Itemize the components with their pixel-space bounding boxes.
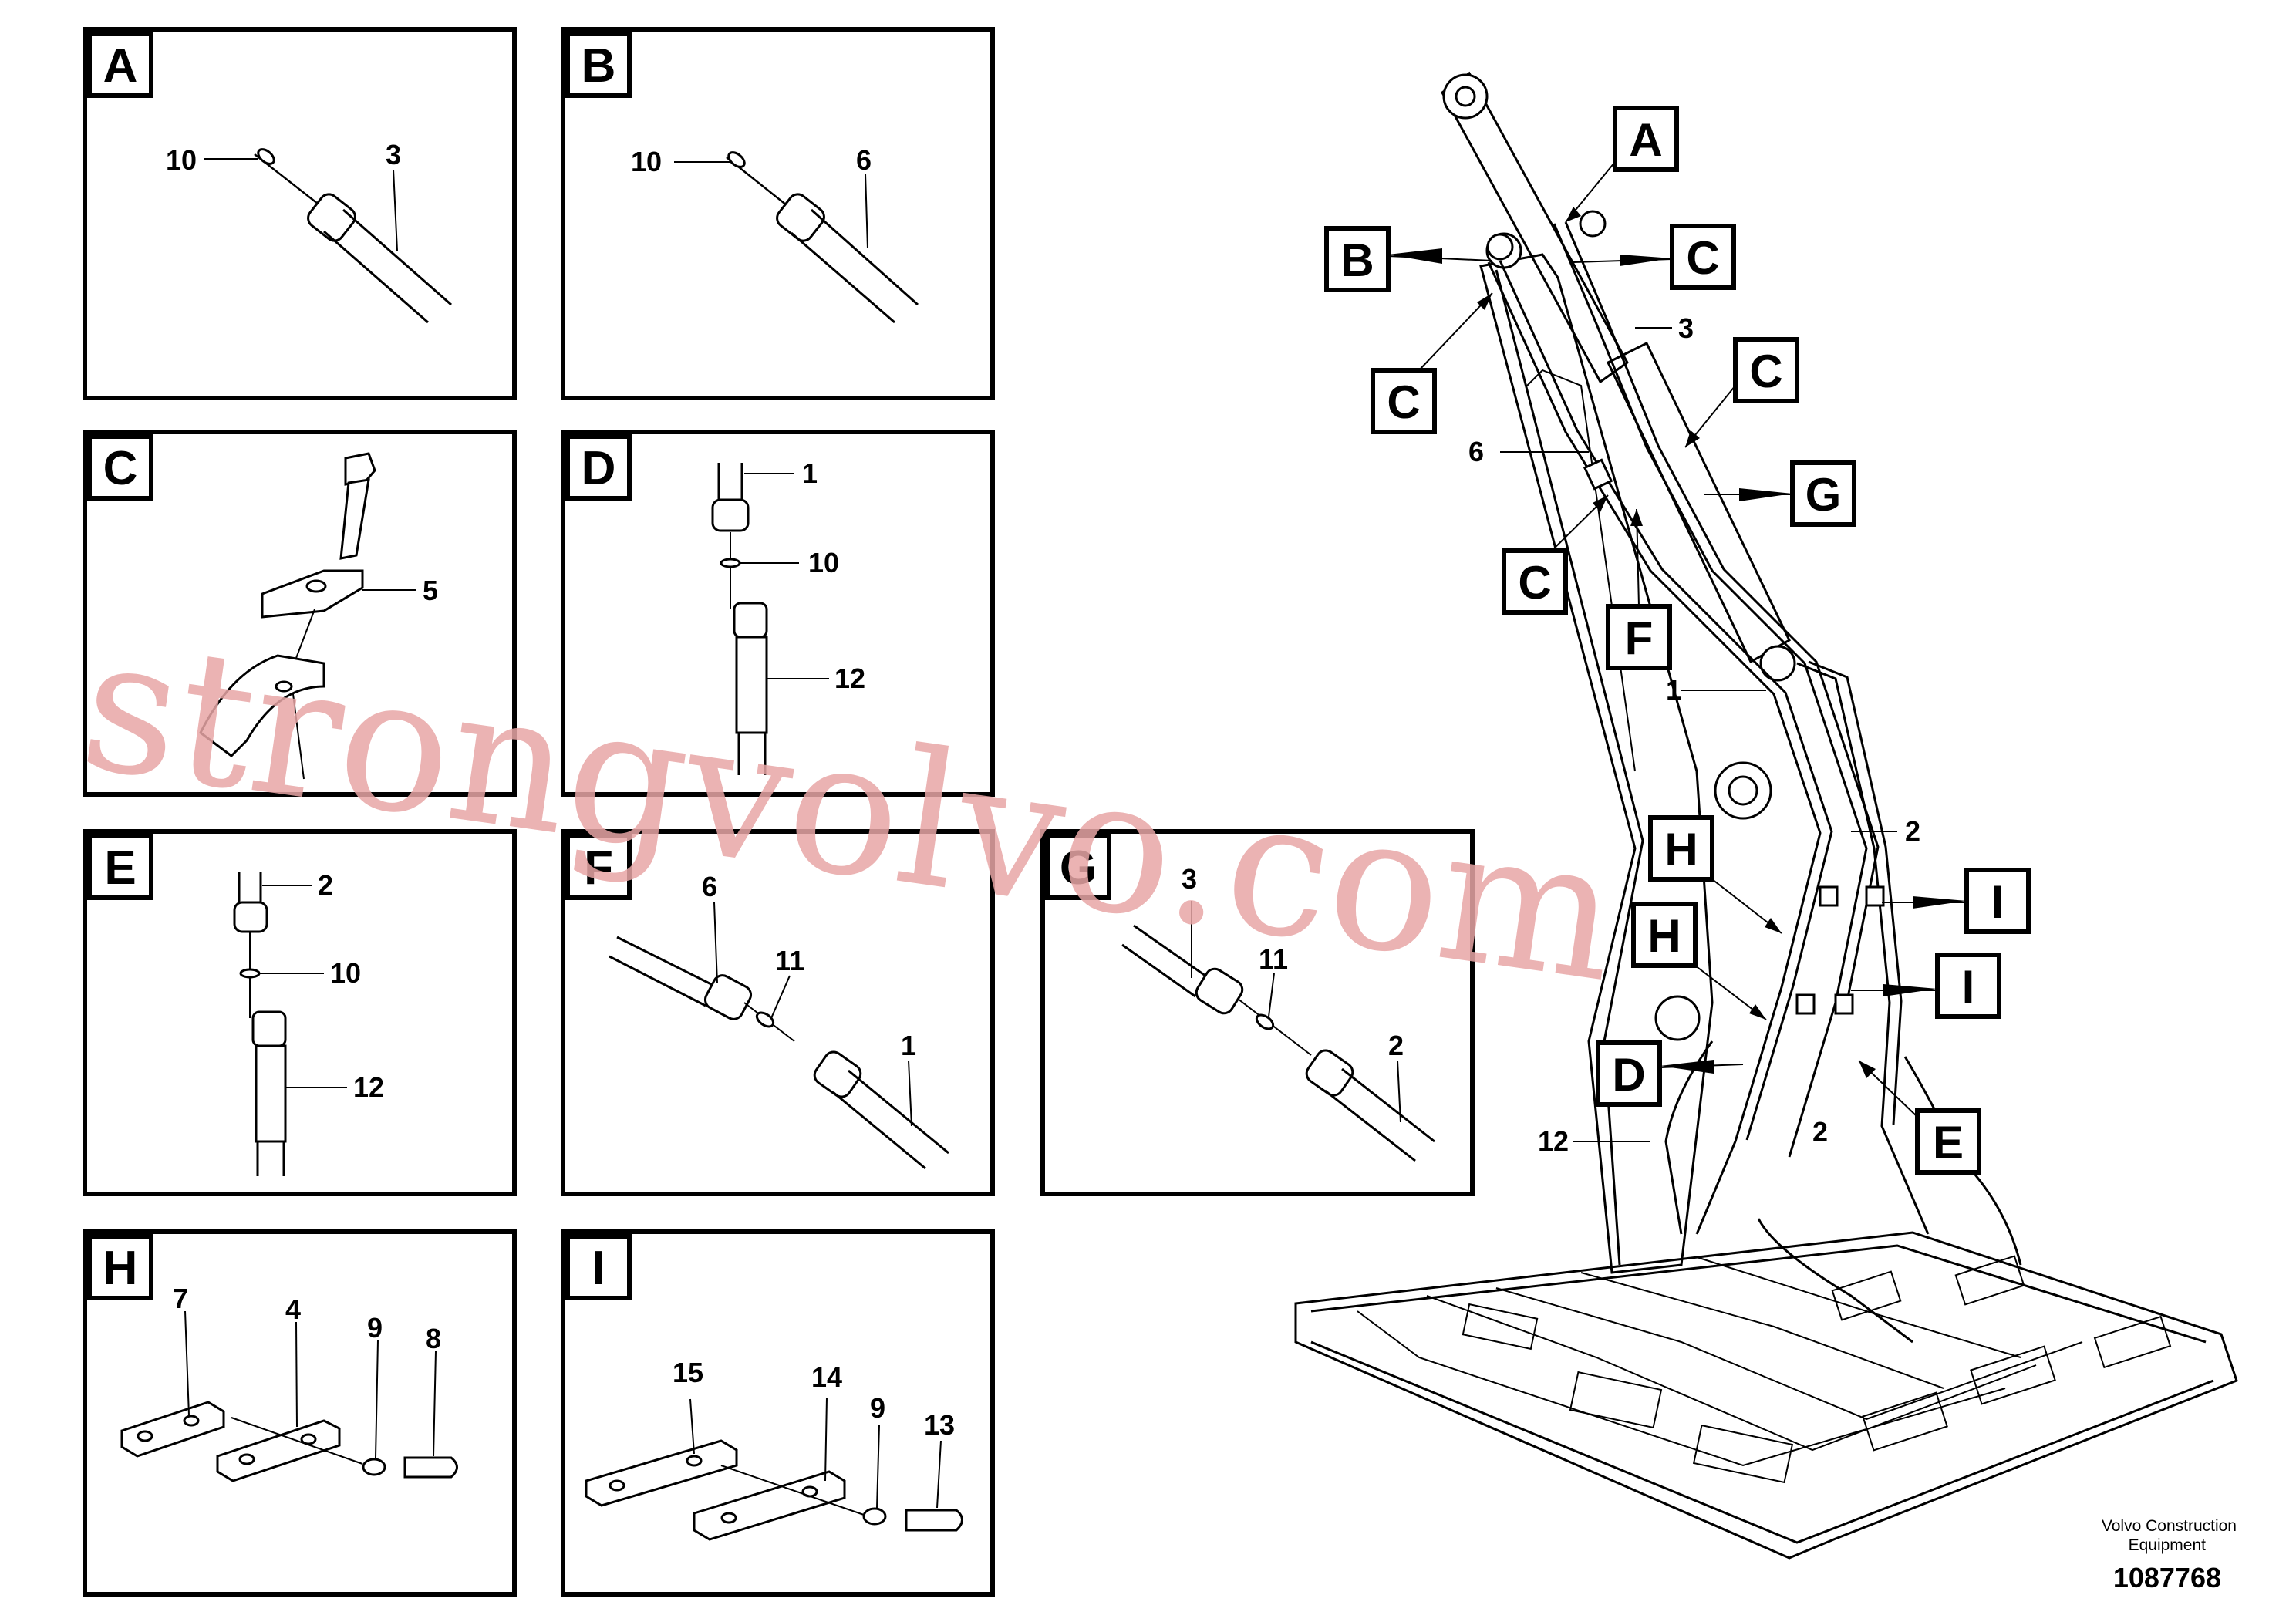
main-label-1: 1 — [1666, 674, 1681, 706]
svg-text:G: G — [1805, 469, 1842, 521]
label-9: 9 — [870, 1392, 885, 1424]
label-6: 6 — [702, 871, 717, 902]
label-1: 1 — [901, 1030, 916, 1061]
panel-d-letter: D — [582, 442, 616, 495]
label-14: 14 — [811, 1361, 842, 1393]
svg-text:C: C — [1749, 346, 1782, 397]
svg-text:E: E — [1933, 1117, 1964, 1168]
main-tag-i-2: I — [1851, 953, 2001, 1019]
label-7: 7 — [173, 1283, 188, 1314]
svg-text:F: F — [1625, 612, 1654, 664]
label-2: 2 — [1388, 1030, 1404, 1061]
label-3: 3 — [386, 139, 401, 170]
company-name-line1: Volvo Construction — [2102, 1517, 2237, 1535]
main-label-6: 6 — [1468, 436, 1484, 467]
panel-c-letter: C — [103, 442, 138, 495]
label-2: 2 — [318, 869, 333, 901]
label-15: 15 — [673, 1357, 703, 1388]
svg-text:I: I — [1962, 961, 1975, 1013]
label-11: 11 — [1259, 943, 1288, 975]
main-tag-c-1: C — [1573, 224, 1736, 290]
panel-e: E 2 10 12 — [83, 829, 517, 1196]
panel-i: I 15 14 9 13 — [561, 1229, 995, 1597]
upper-frame — [1294, 1231, 2238, 1560]
svg-text:D: D — [1612, 1049, 1645, 1101]
label-10: 10 — [808, 547, 839, 578]
drawing-number: 1087768 — [2113, 1562, 2221, 1593]
main-label-2: 2 — [1905, 815, 1920, 847]
main-tag-e: E — [1858, 1060, 1981, 1175]
main-tag-g: G — [1704, 460, 1856, 527]
panel-c: C 5 — [83, 430, 517, 797]
main-tag-i-1: I — [1882, 868, 2031, 934]
svg-text:H: H — [1664, 824, 1698, 875]
main-tag-f: F — [1606, 508, 1672, 670]
excavator-assembly: A B C C C G — [1294, 71, 2238, 1560]
panel-i-letter: I — [592, 1242, 605, 1295]
panel-b-letter: B — [582, 39, 616, 93]
panel-f: F 6 11 1 — [561, 829, 995, 1196]
panel-g-letter: G — [1060, 841, 1097, 895]
label-3: 3 — [1182, 863, 1197, 895]
main-label-3: 3 — [1678, 312, 1694, 344]
label-1: 1 — [802, 457, 818, 489]
panel-d: D 1 10 12 — [561, 430, 995, 797]
label-11: 11 — [775, 945, 804, 976]
panel-h: H 7 4 9 8 — [83, 1229, 517, 1597]
main-tag-h-2: H — [1631, 902, 1767, 1020]
boom — [1479, 232, 1772, 1274]
panel-f-letter: F — [584, 841, 613, 895]
svg-text:B: B — [1340, 234, 1374, 286]
panel-e-letter: E — [104, 841, 136, 895]
main-tag-a: A — [1565, 106, 1679, 223]
svg-text:I: I — [1991, 876, 2004, 928]
company-name-line2: Equipment — [2129, 1536, 2207, 1554]
main-label-12: 12 — [1538, 1125, 1569, 1157]
main-label-2-lower: 2 — [1812, 1116, 1828, 1148]
panel-b: B 10 6 — [561, 27, 995, 400]
label-12: 12 — [353, 1071, 384, 1103]
panel-h-letter: H — [103, 1242, 138, 1295]
main-tag-c-4: C — [1502, 494, 1609, 615]
label-10: 10 — [166, 144, 197, 176]
main-tag-d: D — [1596, 1040, 1744, 1107]
panel-a: A 10 3 — [83, 27, 517, 400]
label-4: 4 — [285, 1293, 301, 1325]
label-10: 10 — [330, 957, 361, 989]
svg-text:C: C — [1387, 376, 1420, 428]
svg-text:H: H — [1647, 910, 1681, 962]
main-tag-c-2: C — [1371, 292, 1493, 434]
panel-a-letter: A — [103, 39, 138, 93]
label-8: 8 — [426, 1323, 441, 1354]
label-12: 12 — [834, 663, 865, 694]
main-tag-b: B — [1324, 226, 1493, 292]
svg-text:C: C — [1518, 557, 1551, 609]
panel-g: G 3 11 2 — [1040, 829, 1475, 1196]
label-6: 6 — [856, 144, 872, 176]
svg-text:C: C — [1686, 232, 1719, 284]
svg-text:A: A — [1629, 114, 1662, 166]
label-13: 13 — [924, 1409, 955, 1441]
main-tag-c-3: C — [1684, 337, 1799, 448]
hose-bundle — [1487, 221, 2022, 1344]
label-10: 10 — [631, 146, 662, 177]
label-9: 9 — [367, 1312, 383, 1344]
arm-cylinder — [1441, 71, 1796, 682]
label-5: 5 — [423, 575, 438, 606]
main-tag-h-1: H — [1648, 815, 1782, 934]
